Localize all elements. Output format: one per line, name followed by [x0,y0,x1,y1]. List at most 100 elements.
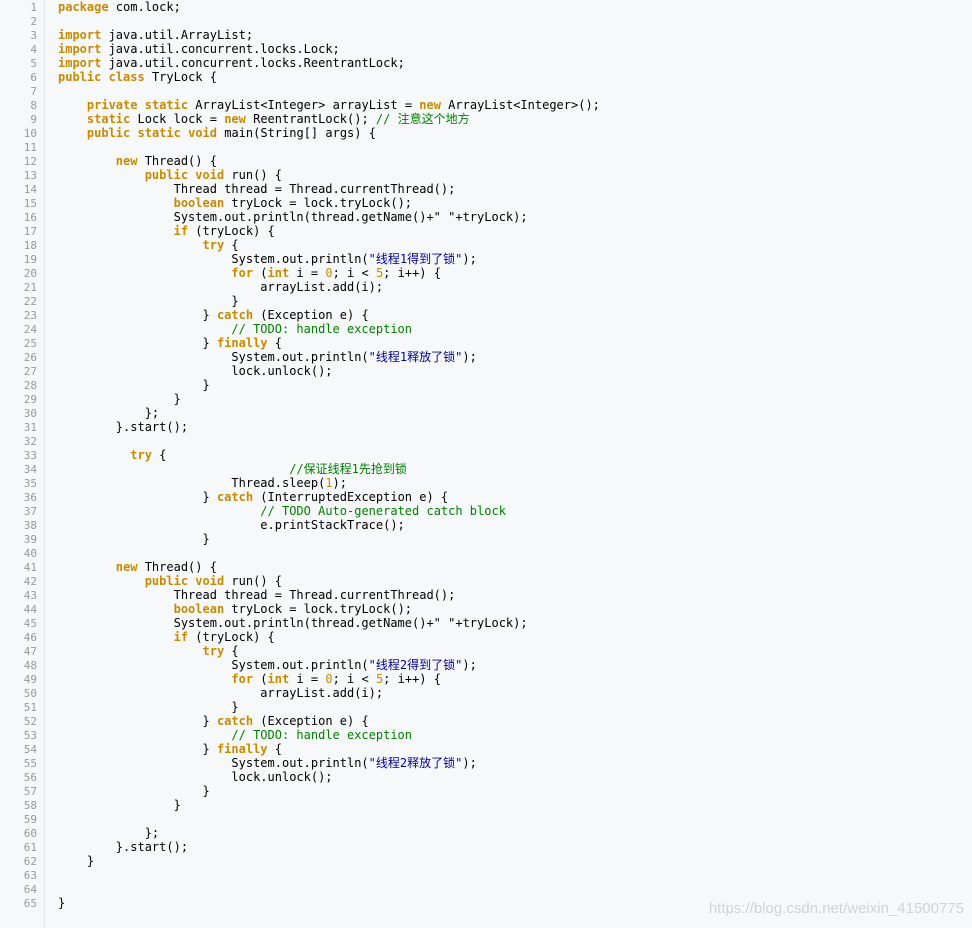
code-token: // 注意这个地方 [375,112,470,126]
code-token: } [58,798,181,812]
code-token: (tryLock) { [188,224,275,238]
code-line: System.out.println("线程2释放了锁"); [58,756,476,770]
line-number: 62 [23,855,37,868]
code-token: // TODO: handle exception [231,728,413,742]
line-number: 6 [30,71,37,84]
code-line: System.out.println(thread.getName()+" "+… [58,210,528,224]
line-number: 61 [23,841,37,854]
code-token: System.out.println( [58,658,369,672]
code-token: finally [216,336,268,350]
code-token: } [58,784,210,798]
code-line: import java.util.concurrent.locks.Lock; [58,42,340,56]
line-number: 46 [23,631,37,644]
code-token: run() { [224,574,282,588]
code-token: //保证线程1先抢到锁 [289,462,407,476]
line-number: 11 [23,141,37,154]
code-token: TryLock { [144,70,217,84]
code-line: }; [58,406,159,420]
code-line: System.out.println(thread.getName()+" "+… [58,616,528,630]
code-line: public class TryLock { [58,70,217,84]
code-token [58,504,260,518]
code-token: ; i++) { [383,672,441,686]
code-token [58,224,174,238]
line-number: 18 [23,239,37,252]
code-line: private static ArrayList<Integer> arrayL… [58,98,600,112]
code-token: com.lock; [108,0,181,14]
line-number: 7 [30,85,37,98]
code-token: Thread() { [137,154,217,168]
code-token: private [86,98,138,112]
code-line: try { [58,644,239,658]
code-token: System.out.println(thread.getName()+" "+… [58,210,528,224]
line-number: 65 [23,897,37,910]
code-token: if [173,224,189,238]
line-number: 8 [30,99,37,112]
code-token: new [419,98,441,112]
code-token [58,98,87,112]
code-token: class [108,70,145,84]
code-line: arrayList.add(i); [58,280,383,294]
code-token: static [137,126,181,140]
code-token: i = [289,266,326,280]
code-token: 0 [325,672,333,686]
line-number: 41 [23,561,37,574]
code-token: boolean [173,602,225,616]
line-number: 51 [23,701,37,714]
line-number: 27 [23,365,37,378]
code-token: } [58,700,239,714]
code-token: "线程2得到了锁" [368,658,463,672]
line-number: 40 [23,547,37,560]
line-number: 30 [23,407,37,420]
code-token: new [115,560,138,574]
code-token: "线程2释放了锁" [368,756,463,770]
code-line: package com.lock; [58,0,181,14]
code-token [58,644,203,658]
code-line: for (int i = 0; i < 5; i++) { [58,266,441,280]
line-number: 45 [23,617,37,630]
line-number: 26 [23,351,37,364]
code-token: Thread thread = Thread.currentThread(); [58,182,456,196]
line-number: 56 [23,771,37,784]
line-number: 12 [23,155,37,168]
code-token: ArrayList<Integer> arrayList = [188,98,420,112]
line-number: 33 [23,449,37,462]
line-number: 2 [30,15,37,28]
code-line: public static void main(String[] args) { [58,126,376,140]
code-token: { [267,336,282,350]
code-token [58,560,116,574]
watermark: https://blog.csdn.net/weixin_41500775 [708,900,964,917]
code-token [58,238,203,252]
code-token: static [86,112,131,126]
code-token: run() { [224,168,282,182]
code-token: } [58,532,210,546]
code-line: } [58,854,94,868]
code-token: 5 [375,672,384,686]
code-token: ( [253,266,268,280]
code-token: catch [216,714,254,728]
line-number: 63 [23,869,37,882]
line-number: 42 [23,575,37,588]
code-token: void [195,168,225,182]
code-token: i = [289,672,326,686]
line-number: 29 [23,393,37,406]
code-area[interactable]: package com.lock;import java.util.ArrayL… [58,0,972,928]
code-line: System.out.println("线程1得到了锁"); [58,252,476,266]
code-token [58,728,231,742]
line-number: 20 [23,267,37,280]
line-number: 54 [23,743,37,756]
code-token: ; i++) { [383,266,441,280]
code-line: e.printStackTrace(); [58,518,405,532]
code-line: }.start(); [58,840,188,854]
line-number: 53 [23,729,37,742]
code-token: } [58,854,95,868]
line-number: 48 [23,659,37,672]
code-token: tryLock = lock.tryLock(); [224,602,413,616]
code-token: boolean [173,196,225,210]
code-token: Thread thread = Thread.currentThread(); [58,588,456,602]
code-line: System.out.println("线程2得到了锁"); [58,658,476,672]
code-token: (Exception e) { [253,714,369,728]
code-token: int [267,266,290,280]
code-token: if [173,630,189,644]
code-line: } finally { [58,336,282,350]
code-line: System.out.println("线程1释放了锁"); [58,350,476,364]
